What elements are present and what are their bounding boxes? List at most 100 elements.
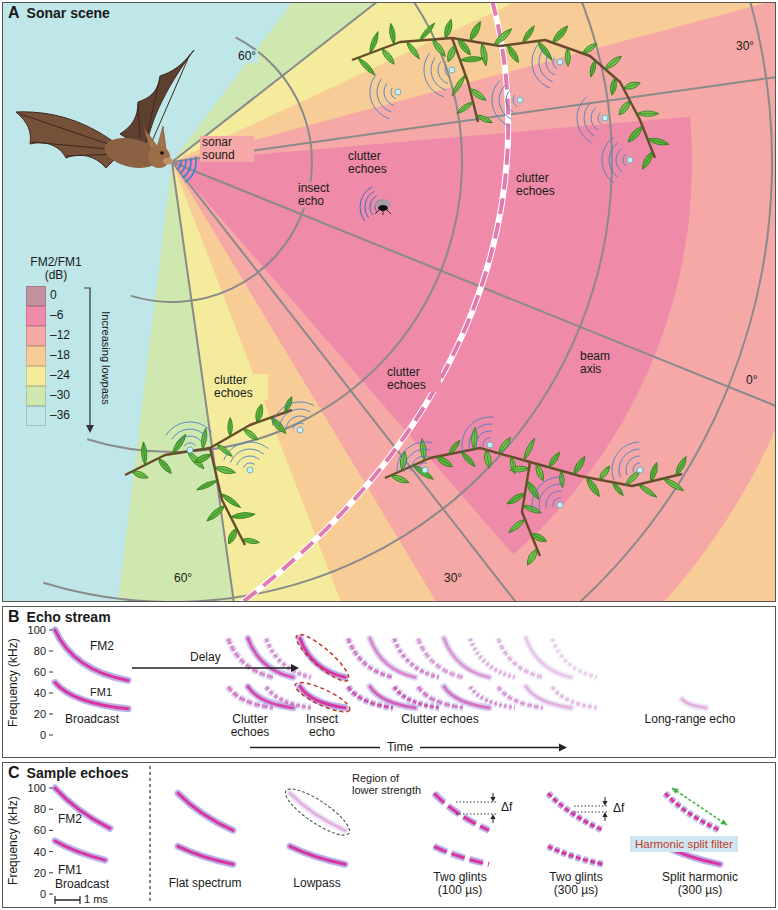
filter-line (672, 788, 727, 825)
bat-wing (16, 112, 124, 168)
filter-label: Harmonic split filter (635, 838, 733, 850)
echo-wave (172, 429, 206, 439)
leaf (131, 469, 149, 480)
leaf (673, 455, 689, 477)
leaf (205, 503, 227, 523)
leaf (228, 417, 233, 436)
tick-mark (49, 872, 53, 873)
echo-wave (424, 53, 444, 97)
insect (360, 187, 393, 221)
leaf-vein (449, 45, 455, 60)
arrowhead (491, 797, 496, 802)
bat-ear (144, 128, 157, 150)
harmonic-label: FM1 (58, 864, 82, 877)
sonar-scene (3, 3, 775, 601)
arrowhead (86, 425, 94, 433)
delta-f-line (456, 814, 496, 815)
leaf-vein (158, 458, 170, 472)
branch (385, 427, 689, 499)
grid-arc (131, 37, 312, 302)
gain-zone (172, 117, 692, 555)
arrowhead (603, 812, 608, 817)
angle-label: 30° (442, 572, 464, 585)
reflector-dot (449, 67, 455, 73)
leaf (622, 80, 641, 91)
scene-label: clutter echoes (514, 172, 570, 198)
harmonic-sweep (300, 687, 345, 708)
tick-label: 40 (34, 687, 46, 699)
leaf-vein (509, 493, 525, 503)
leaf-vein (132, 472, 147, 477)
leaf-vein (587, 477, 599, 494)
reflector-dot (487, 442, 493, 448)
arrowhead (491, 814, 496, 819)
harmonic-sweep (548, 846, 603, 864)
reflector-dot (297, 427, 303, 433)
leaf (571, 455, 587, 476)
range-curve (240, 3, 508, 601)
branch (193, 448, 260, 545)
leaf-vein (536, 464, 542, 479)
branch-stem (125, 410, 292, 475)
branch-stem (352, 38, 655, 158)
tick-mark (49, 735, 53, 736)
tick-mark (49, 693, 53, 694)
echo-wave (462, 417, 493, 451)
leaf-vein (413, 466, 431, 478)
leaf (626, 124, 645, 144)
echo-label: Two glints (100 µs) (424, 871, 496, 897)
echo-wave (532, 477, 563, 511)
delta-f-line (456, 802, 496, 803)
leaf-vein (591, 60, 595, 75)
reflector-dot (187, 447, 193, 453)
leaf-vein (199, 481, 218, 489)
leaf-vein (243, 429, 256, 439)
leaf (254, 403, 265, 423)
branch (125, 396, 294, 481)
leaf (475, 113, 493, 125)
leaf-vein (626, 472, 639, 485)
reflector-dot (517, 97, 523, 103)
branch (445, 38, 493, 125)
leaf-vein (663, 479, 681, 490)
tick-mark (49, 672, 53, 673)
harmonic-sweep (300, 638, 345, 677)
clutter-echo (602, 137, 633, 183)
arrowhead (603, 801, 608, 806)
leaf (506, 491, 527, 507)
harmonic-sweep (434, 793, 489, 830)
echo-wave (377, 79, 392, 112)
harmonic-sweep (526, 638, 571, 677)
leaf-vein (600, 467, 609, 479)
leaf (497, 436, 513, 455)
leaf (525, 547, 540, 567)
echo-wave (539, 48, 553, 81)
leaf (662, 476, 685, 493)
panel-heading: CSample echoes (8, 764, 129, 782)
angle-label: 30° (734, 40, 756, 53)
leaf-vein (605, 57, 620, 69)
harmonic-sweep (682, 699, 706, 707)
leaf-vein (460, 59, 481, 60)
legend-swatch (26, 386, 46, 406)
leaf (170, 433, 188, 456)
echo-wave (166, 422, 212, 435)
arrowhead (720, 819, 727, 825)
bat (16, 50, 196, 182)
leaf-vein (676, 458, 685, 475)
delta-f-line (574, 812, 608, 813)
leaf-vein (494, 30, 510, 45)
tick-mark (49, 651, 53, 652)
range-curve (240, 3, 508, 601)
clutter-echo (370, 75, 401, 119)
echo-wave (499, 85, 511, 119)
clutter-echo (424, 53, 455, 97)
leaf-vein (531, 534, 545, 540)
leaf (450, 73, 467, 96)
axis-title: Frequency (kHz) (6, 797, 19, 886)
leaf-vein (623, 84, 638, 89)
echo-wave (591, 107, 598, 130)
leaf (226, 527, 239, 546)
harmonic-sweep (55, 788, 110, 828)
